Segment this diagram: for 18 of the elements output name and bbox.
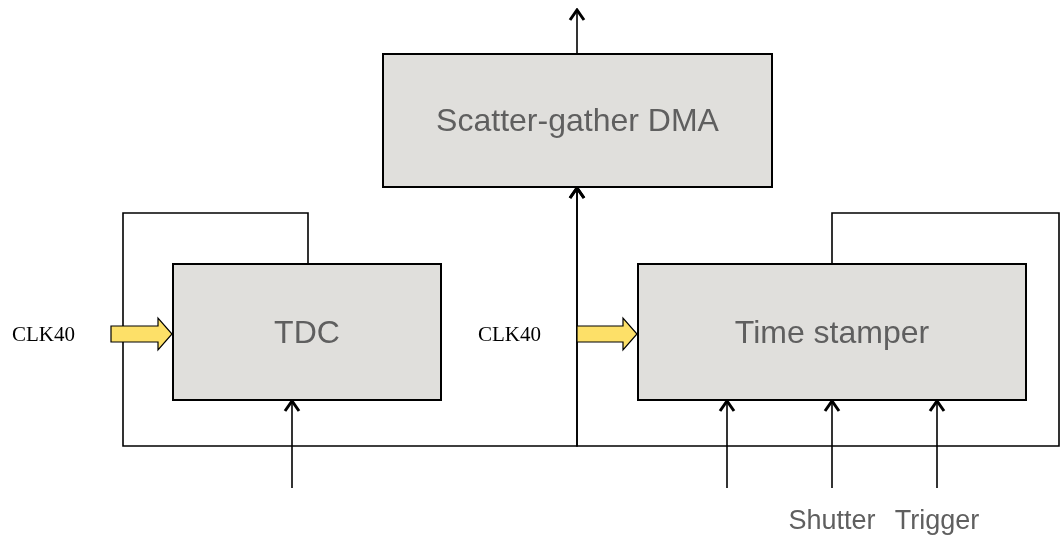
arrow [283, 399, 301, 489]
signal-label: Trigger [894, 505, 980, 535]
box-label: Scatter-gather DMA [436, 102, 719, 139]
signal-label: CLK40 [478, 321, 541, 347]
arrow [718, 399, 736, 489]
block-arrow [576, 316, 638, 352]
box-label: Time stamper [734, 313, 930, 351]
process-box [382, 53, 773, 188]
signal-label: Shutter [788, 505, 876, 535]
arrow [928, 399, 946, 489]
arrow [568, 8, 586, 54]
process-box [637, 263, 1027, 401]
arrow [568, 186, 1060, 447]
block-arrow [110, 316, 173, 352]
box-label: TDC [274, 313, 340, 351]
arrow [823, 399, 841, 489]
process-box [172, 263, 442, 401]
signal-label: CLK40 [12, 321, 75, 347]
